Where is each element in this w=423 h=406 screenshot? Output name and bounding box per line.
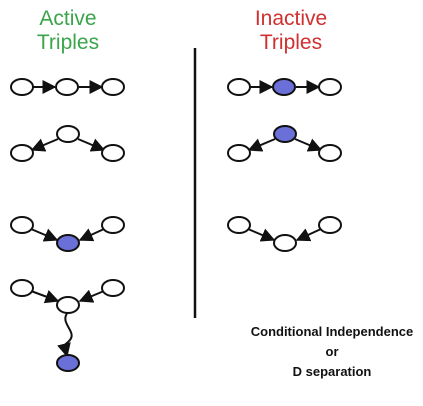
edge (247, 228, 276, 242)
descendant-path (57, 311, 73, 358)
observed-node (56, 354, 80, 372)
inactive-v-structure-triple (227, 216, 342, 252)
observed-node (272, 78, 296, 96)
inactive-heading-line2: Triples (259, 31, 323, 54)
active-v-structure-triple (10, 216, 125, 252)
node (10, 279, 34, 297)
edge (78, 228, 105, 242)
active-triples-heading: Active Triples (18, 7, 118, 55)
inactive-heading-line1: Inactive (254, 7, 328, 30)
caption-line2: or (325, 344, 339, 359)
node (101, 279, 125, 297)
node (227, 78, 251, 96)
node (227, 216, 251, 234)
edge (247, 138, 276, 152)
node (318, 216, 342, 234)
node (56, 296, 80, 314)
node (101, 216, 125, 234)
active-common-cause-triple (10, 125, 125, 162)
observed-node (56, 234, 80, 252)
node (318, 78, 342, 96)
edge (30, 228, 59, 242)
active-heading-line1: Active (39, 7, 97, 30)
node (10, 78, 34, 96)
node (10, 144, 34, 162)
node (56, 125, 80, 143)
node (101, 78, 125, 96)
node (273, 234, 297, 252)
edge (30, 138, 59, 152)
active-chain-triple (10, 78, 125, 96)
caption-line1: Conditional Independence (250, 324, 414, 339)
node (55, 78, 79, 96)
active-v-structure-descendant-triple (10, 279, 125, 372)
edge (77, 138, 106, 152)
caption: Conditional Independence or D separation (247, 322, 417, 382)
node (318, 144, 342, 162)
node (101, 144, 125, 162)
observed-node (273, 125, 297, 143)
edge (295, 228, 322, 242)
inactive-common-cause-triple (227, 125, 342, 162)
inactive-triples-heading: Inactive Triples (236, 7, 346, 55)
node (227, 144, 251, 162)
active-heading-line2: Triples (36, 31, 100, 54)
edge (294, 138, 323, 152)
inactive-chain-triple (227, 78, 342, 96)
node (10, 216, 34, 234)
caption-line3: D separation (292, 364, 372, 379)
edge (78, 289, 105, 303)
edge (30, 290, 60, 304)
